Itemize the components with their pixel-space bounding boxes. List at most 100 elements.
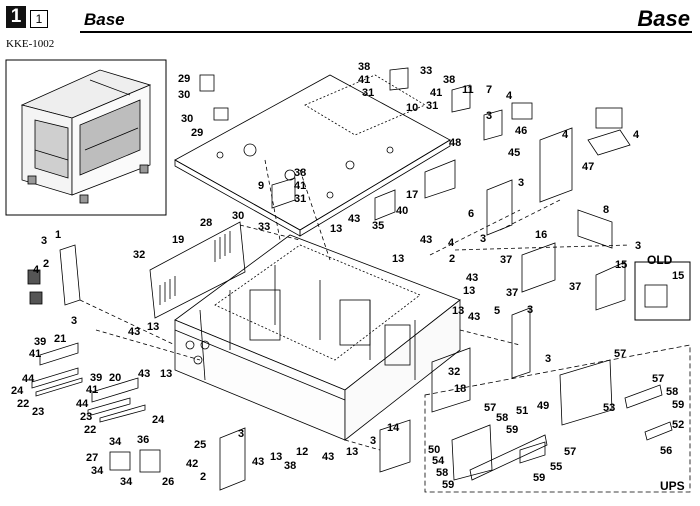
callout-label: 57 [652, 373, 664, 385]
callout-label: 1 [55, 229, 61, 241]
callout-label: 34 [120, 476, 133, 488]
callout-label: 40 [396, 205, 408, 217]
callout-label: 31 [426, 100, 438, 112]
callout-label: 13 [463, 285, 475, 297]
callout-label: 4 [506, 90, 513, 102]
callout-label: 31 [362, 87, 374, 99]
callout-label: 3 [71, 315, 77, 327]
callout-label: 24 [152, 414, 165, 426]
callout-label: 13 [346, 446, 358, 458]
callout-label: 43 [252, 456, 264, 468]
callout-label: 21 [54, 333, 66, 345]
callout-label: 32 [133, 249, 145, 261]
callout-label: 39 [34, 336, 46, 348]
callout-label: 3 [41, 235, 47, 247]
callout-label: 18 [454, 383, 466, 395]
page-title-left: Base [84, 10, 125, 29]
callout-label: 43 [420, 234, 432, 246]
old-box-label: OLD [647, 253, 673, 267]
callout-label: 3 [635, 240, 641, 252]
callout-label: 4 [633, 129, 640, 141]
callout-label: 4 [33, 264, 40, 276]
main-frame [174, 234, 461, 441]
callout-label: 30 [232, 210, 244, 222]
callout-label: 45 [508, 147, 520, 159]
callout-label: 44 [76, 398, 89, 410]
callout-label: 13 [270, 451, 282, 463]
callout-label: 51 [516, 405, 528, 417]
callout-label: 42 [186, 458, 198, 470]
callout-label: 2 [200, 471, 206, 483]
callout-label: 7 [486, 84, 492, 96]
callout-label: 44 [22, 373, 35, 385]
callout-label: 3 [370, 435, 376, 447]
callout-label: 37 [569, 281, 581, 293]
model-code: KKE-1002 [6, 38, 55, 50]
callout-label: 43 [128, 326, 140, 338]
callout-label: 3 [238, 428, 244, 440]
callout-label: 55 [550, 461, 562, 473]
leader-lines [79, 159, 631, 451]
callout-label: 59 [533, 472, 545, 484]
callout-label: 34 [91, 465, 104, 477]
callout-label: 41 [358, 74, 370, 86]
callout-label: 56 [660, 445, 672, 457]
callout-label: 13 [160, 368, 172, 380]
callout-label: 35 [372, 220, 384, 232]
callout-label: 29 [178, 73, 190, 85]
overview-inset [5, 59, 167, 216]
callout-label: 3 [518, 177, 524, 189]
callout-label: 59 [672, 399, 684, 411]
side-panel-vented [149, 221, 246, 319]
page-number-box: 1 [30, 10, 48, 28]
callout-label: 11 [462, 84, 474, 96]
callout-label: 37 [500, 254, 512, 266]
section-number-badge: 1 [6, 6, 26, 28]
callout-label: 2 [449, 253, 455, 265]
callout-label: 22 [17, 398, 29, 410]
callout-label: 10 [406, 102, 418, 114]
callout-label: 29 [191, 127, 203, 139]
page-title-right: Base [637, 6, 690, 31]
header-rule [80, 31, 692, 33]
callout-label: 43 [138, 368, 150, 380]
callout-label: 43 [466, 272, 478, 284]
callout-label: 41 [29, 348, 41, 360]
callout-label: 27 [86, 452, 98, 464]
callout-label: 34 [109, 436, 122, 448]
callout-label: 14 [387, 422, 400, 434]
callout-label: 57 [614, 348, 626, 360]
callout-label: 30 [181, 113, 193, 125]
callout-label: 15 [615, 259, 627, 271]
callout-label: 2 [43, 258, 49, 270]
callout-label: 38 [358, 61, 370, 73]
callout-label: 52 [672, 419, 684, 431]
callout-label: 41 [294, 180, 306, 192]
callout-label: 13 [147, 321, 159, 333]
callout-label: 41 [86, 384, 98, 396]
callout-label: 3 [486, 110, 492, 122]
callout-label: 13 [392, 253, 404, 265]
callout-label: 19 [172, 234, 184, 246]
callout-label: 49 [537, 400, 549, 412]
callout-label: 46 [515, 125, 527, 137]
callout-label: 33 [258, 221, 270, 233]
callout-label: 15 [672, 270, 684, 282]
callout-label: 3 [527, 304, 533, 316]
callout-label: 58 [496, 412, 508, 424]
callout-label: 31 [294, 193, 306, 205]
callout-label: 9 [258, 180, 264, 192]
callout-label: 48 [449, 137, 461, 149]
callout-labels: 29 30 30 29 38 41 31 33 10 38 41 31 11 7… [11, 61, 684, 491]
callout-label: 5 [494, 305, 500, 317]
callout-label: 43 [348, 213, 360, 225]
callout-label: 38 [294, 167, 306, 179]
callout-label: 20 [109, 372, 121, 384]
callout-label: 57 [484, 402, 496, 414]
callout-label: 39 [90, 372, 102, 384]
callout-label: 24 [11, 385, 24, 397]
callout-label: 3 [480, 233, 486, 245]
callout-label: 4 [448, 237, 455, 249]
callout-label: 4 [562, 129, 569, 141]
callout-label: 13 [452, 305, 464, 317]
